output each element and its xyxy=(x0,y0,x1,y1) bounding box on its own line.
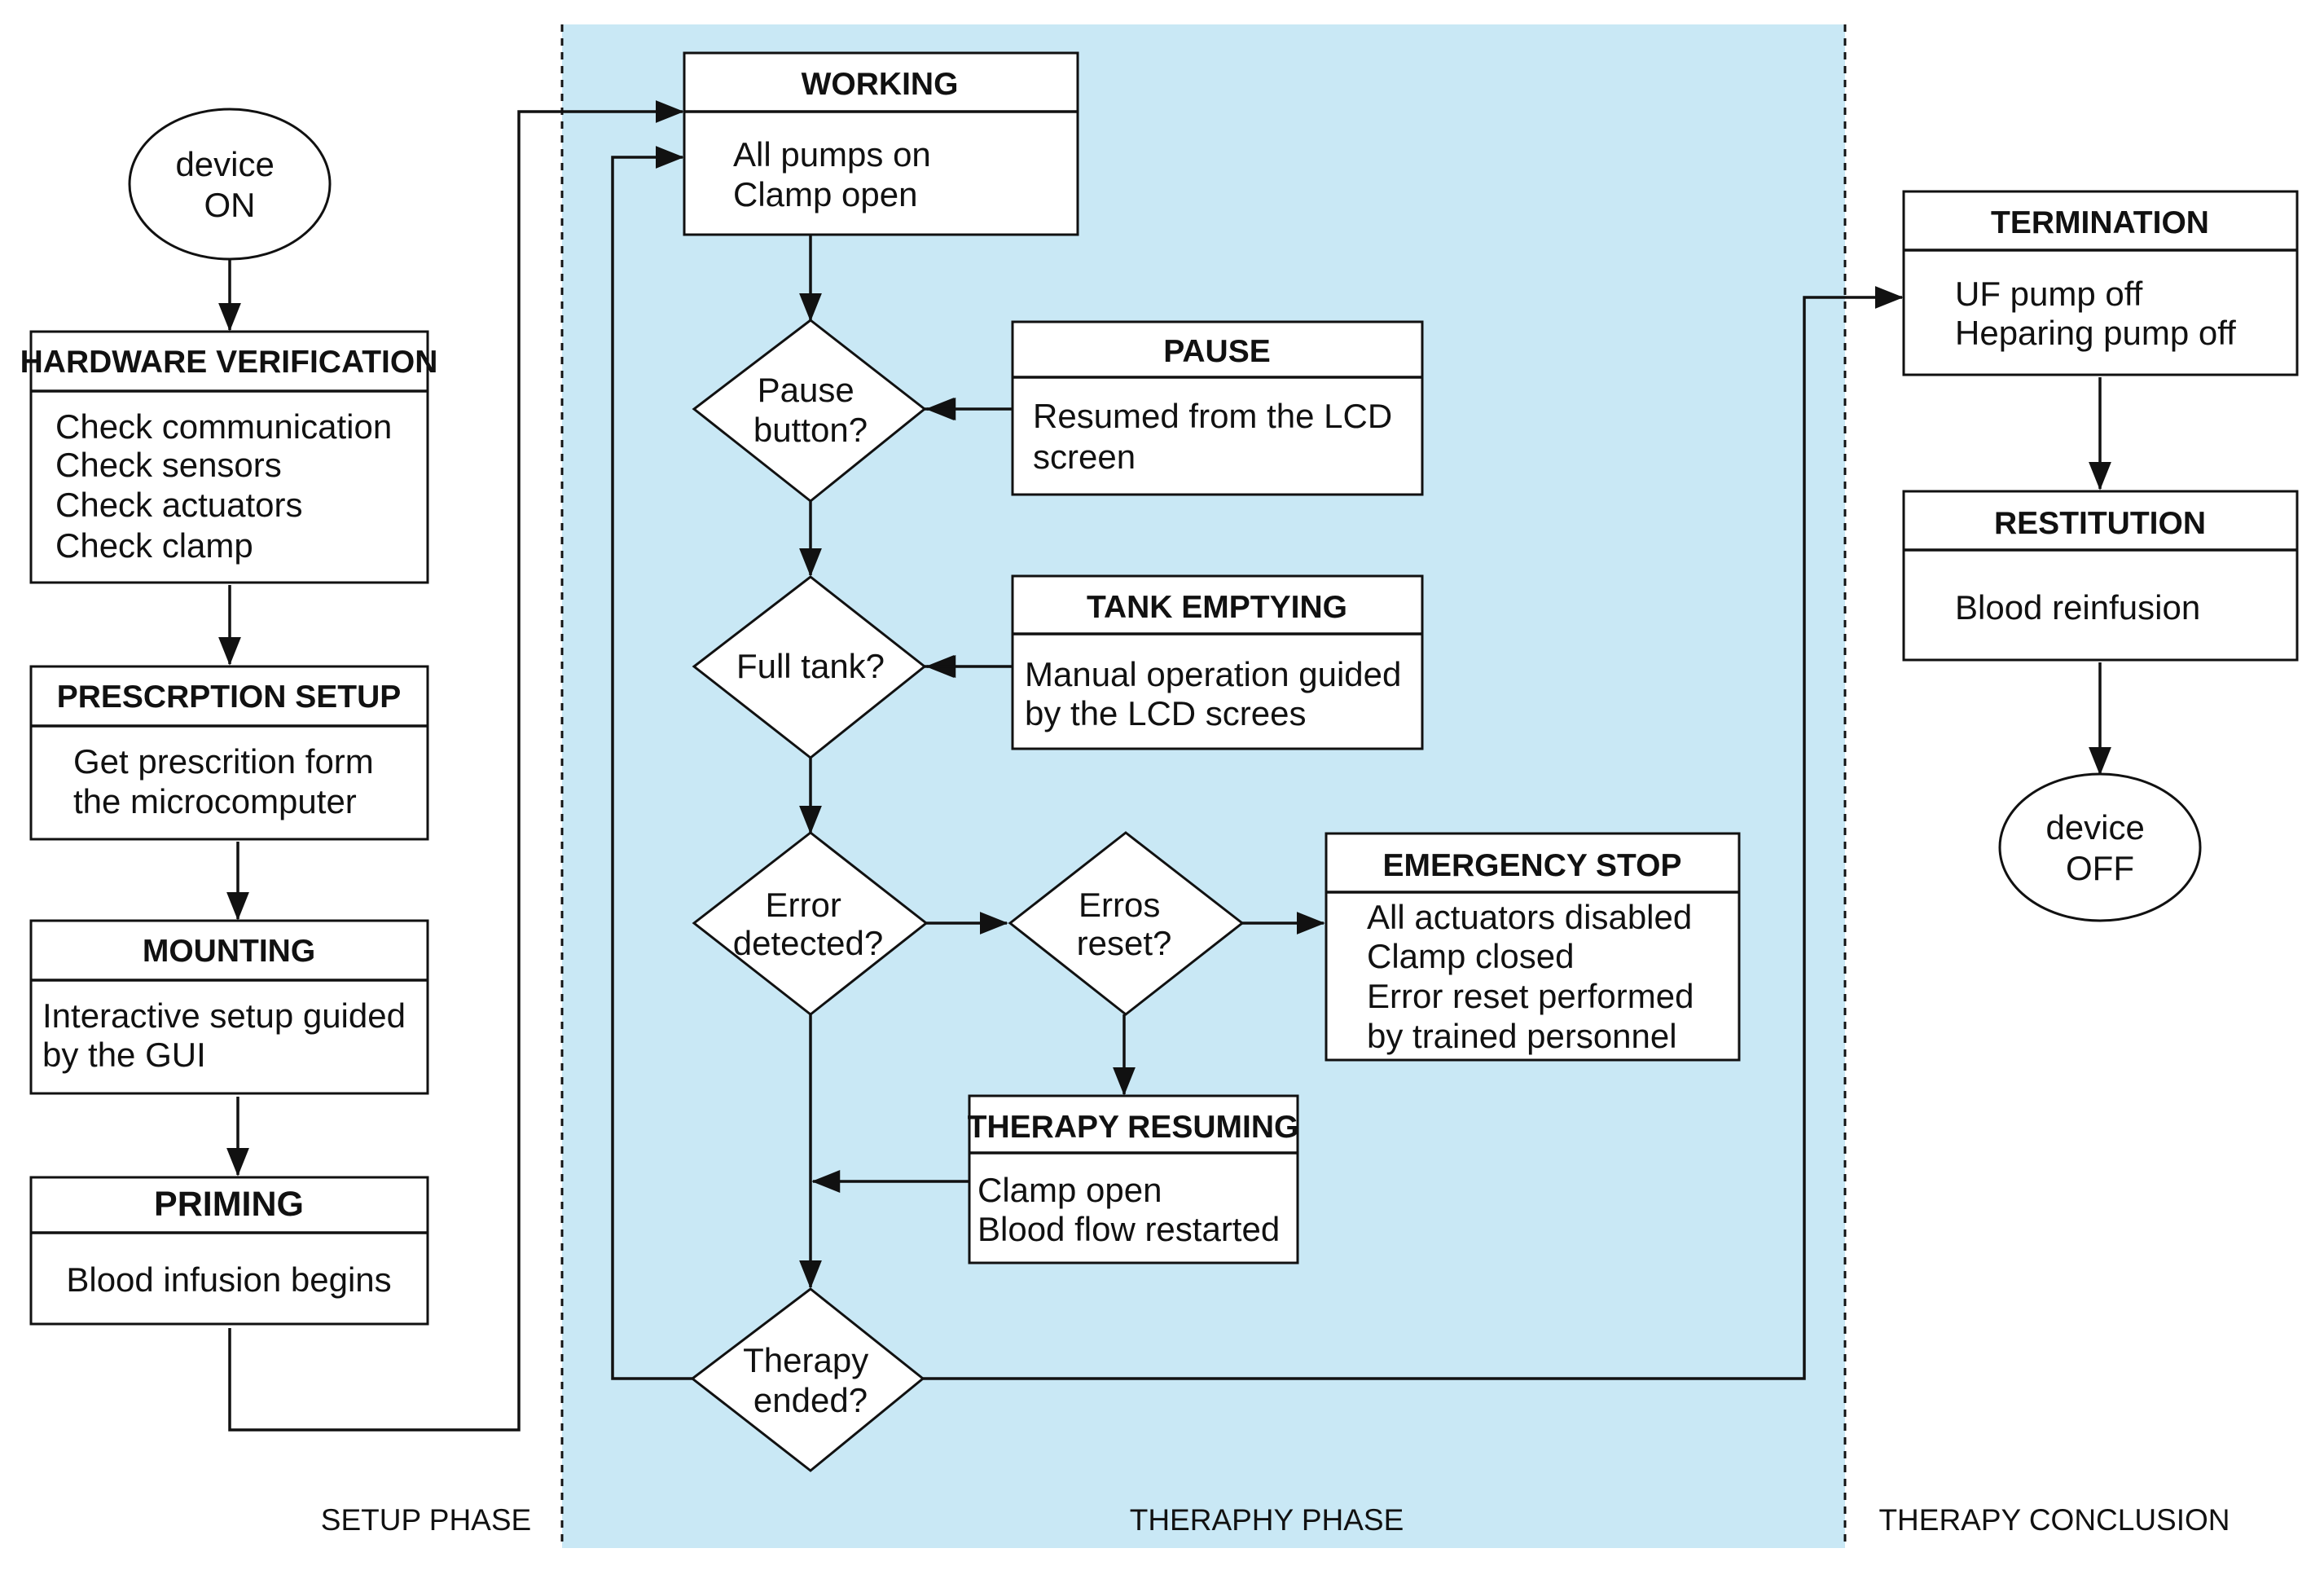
decision-line: ended? xyxy=(753,1381,868,1419)
box-title: PRIMING xyxy=(154,1185,304,1224)
svg-text:Check communication Chec: Check communication Check sensors Check … xyxy=(55,407,402,565)
box-title: MOUNTING xyxy=(143,934,315,969)
therapy-phase-label: THERAPHY PHASE xyxy=(1130,1503,1404,1537)
decision-line: Error xyxy=(765,886,841,924)
box-line: Clamp closed xyxy=(1367,937,1574,975)
termination-box: TERMINATION UF pump off Heparing pump of… xyxy=(1902,190,2299,376)
box-title: EMERGENCY STOP xyxy=(1383,848,1682,883)
therapy-resuming-box: THERAPY RESUMING Clamp open Blood flow r… xyxy=(968,1094,1299,1265)
svg-text:All pumps on Clamp open: All pumps on Clamp open xyxy=(733,135,940,213)
box-title: TANK EMPTYING xyxy=(1087,590,1347,625)
svg-text:Manual operation guided: Manual operation guided by the LCD scree… xyxy=(1025,655,1411,732)
hardware-verification-box: HARDWARE VERIFICATION Check communicatio… xyxy=(20,330,438,584)
priming-box: PRIMING Blood infusion begins xyxy=(29,1176,429,1326)
end-ellipse xyxy=(1998,772,2202,922)
setup-phase-label: SETUP PHASE xyxy=(321,1503,531,1537)
therapy-phase-band xyxy=(562,24,1845,1548)
box-line: Get prescrition form xyxy=(73,742,374,781)
box-line: Check clamp xyxy=(55,526,253,565)
box-line: Heparing pump off xyxy=(1955,314,2236,352)
box-line: Resumed from the LCD xyxy=(1033,397,1392,435)
therapy-ended-decision: Therapy ended? xyxy=(690,1287,925,1472)
restitution-box: RESTITUTION Blood reinfusion xyxy=(1902,490,2299,662)
box-line: Check actuators xyxy=(55,486,302,524)
full-tank-decision: Full tank? xyxy=(692,575,927,759)
pause-box: PAUSE Resumed from the LCD screen xyxy=(1011,320,1424,496)
box-line: All pumps on xyxy=(733,135,931,174)
box-line: Blood infusion begins xyxy=(66,1260,391,1299)
box-line: Clamp open xyxy=(977,1171,1162,1209)
decision-line: Therapy xyxy=(743,1341,868,1379)
box-title: WORKING xyxy=(802,67,959,102)
box-line: Clamp open xyxy=(733,175,917,213)
box-line: by trained personnel xyxy=(1367,1017,1677,1055)
start-line-1: device xyxy=(175,145,274,183)
box-line: by the LCD screes xyxy=(1025,694,1306,732)
start-line-2: ON xyxy=(204,186,256,224)
box-line: Blood flow restarted xyxy=(977,1210,1280,1248)
end-terminal: device OFF xyxy=(1998,772,2202,922)
svg-text:Interactive setup guided: Interactive setup guided by the GUI xyxy=(42,996,415,1074)
box-line: Interactive setup guided xyxy=(42,996,406,1035)
box-line: screen xyxy=(1033,438,1136,476)
emergency-stop-box: EMERGENCY STOP All actuators disabled Cl… xyxy=(1325,832,1741,1062)
svg-text:Clamp open Blood flow re: Clamp open Blood flow restarted xyxy=(977,1171,1280,1248)
start-ellipse xyxy=(128,108,332,261)
box-title: PRESCRPTION SETUP xyxy=(57,680,402,715)
decision-line: Pause xyxy=(758,371,854,409)
svg-text:device ON: device ON xyxy=(175,145,283,224)
end-line-2: OFF xyxy=(2066,849,2134,887)
mounting-box: MOUNTING Interactive setup guided by the… xyxy=(29,919,429,1095)
end-line-1: device xyxy=(2045,808,2144,847)
svg-text:Pause button?: Pause button? xyxy=(753,371,868,449)
svg-text:Therapy ended?: Therapy ended? xyxy=(743,1341,878,1419)
tank-emptying-box: TANK EMPTYING Manual operation guided by… xyxy=(1011,574,1424,750)
box-title: RESTITUTION xyxy=(1994,506,2206,541)
working-box: WORKING All pumps on Clamp open xyxy=(683,51,1079,236)
prescription-setup-box: PRESCRPTION SETUP Get prescrition form t… xyxy=(29,665,429,841)
box-line: All actuators disabled xyxy=(1367,898,1692,936)
decision-line: Full tank? xyxy=(736,647,885,685)
svg-text:Resumed from the LCD scr: Resumed from the LCD screen xyxy=(1033,397,1402,476)
box-title: PAUSE xyxy=(1163,334,1270,369)
decision-line: reset? xyxy=(1077,924,1172,962)
box-line: Manual operation guided xyxy=(1025,655,1401,693)
svg-text:All actuators disabled C: All actuators disabled Clamp closed Erro… xyxy=(1367,898,1703,1055)
svg-text:Erros reset?: Erros reset? xyxy=(1077,886,1172,962)
svg-text:Get prescrition form the: Get prescrition form the microcomputer xyxy=(73,742,383,820)
box-line: Error reset performed xyxy=(1367,977,1694,1015)
svg-text:UF pump off Heparing pum: UF pump off Heparing pump off xyxy=(1955,275,2236,352)
box-line: by the GUI xyxy=(42,1036,206,1074)
start-terminal: device ON xyxy=(128,108,332,261)
box-line: the microcomputer xyxy=(73,782,357,820)
decision-line: button? xyxy=(753,411,868,449)
box-title: TERMINATION xyxy=(1991,205,2209,240)
box-title: THERAPY RESUMING xyxy=(968,1110,1299,1145)
decision-line: Erros xyxy=(1079,886,1160,924)
box-line: UF pump off xyxy=(1955,275,2143,313)
error-detected-decision: Error detected? xyxy=(692,831,929,1016)
svg-text:Error detected?: Error detected? xyxy=(733,886,884,962)
decision-line: detected? xyxy=(733,924,884,962)
box-title: HARDWARE VERIFICATION xyxy=(20,345,438,380)
box-line: Blood reinfusion xyxy=(1955,588,2200,627)
pause-button-decision: Pause button? xyxy=(692,319,927,503)
connectors xyxy=(218,100,2111,1432)
box-line: Check communication xyxy=(55,407,392,446)
conclusion-phase-label: THERAPY CONCLUSION xyxy=(1878,1503,2230,1537)
box-line: Check sensors xyxy=(55,446,282,484)
svg-text:device OFF: device OFF xyxy=(2045,808,2154,887)
error-reset-decision: Erros reset? xyxy=(1008,831,1245,1016)
